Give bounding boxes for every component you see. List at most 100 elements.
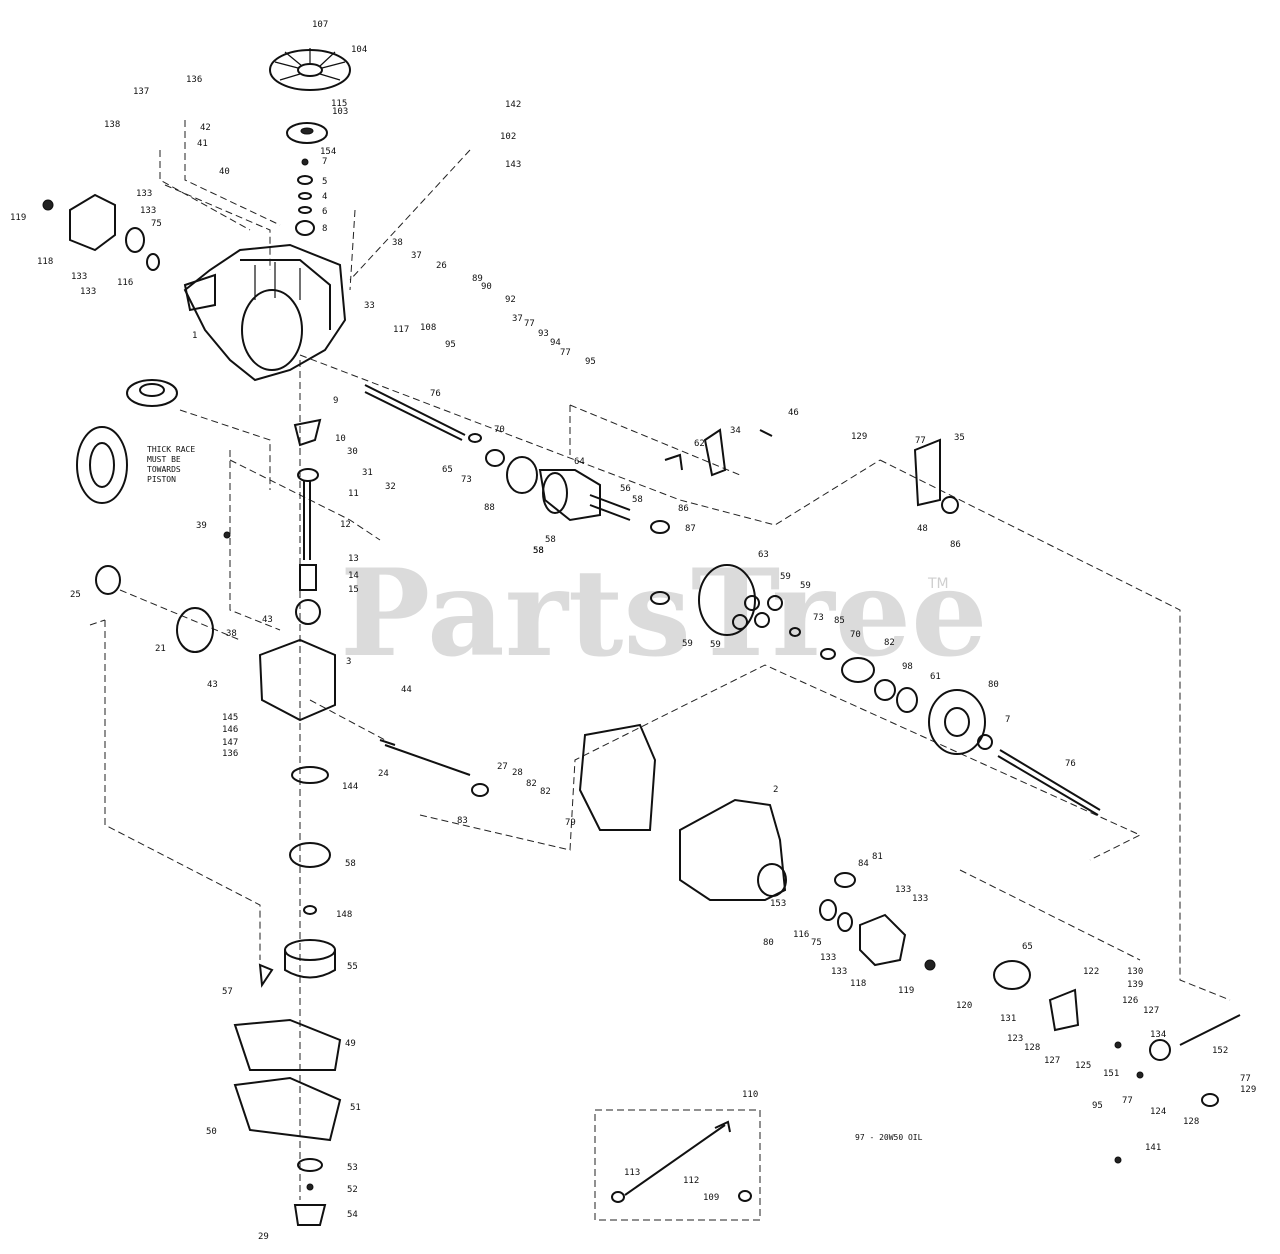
callout-label: 136 bbox=[186, 75, 202, 85]
callout-label: 80 bbox=[988, 680, 999, 690]
callout-label: 104 bbox=[351, 45, 367, 55]
thrust-bearing bbox=[76, 379, 178, 504]
callout-label: 28 bbox=[512, 768, 523, 778]
callout-label: 44 bbox=[401, 685, 412, 695]
callout-label: 33 bbox=[364, 301, 375, 311]
callout-label: 110 bbox=[742, 1090, 758, 1100]
callout-label: 133 bbox=[895, 885, 911, 895]
callout-label: 82 bbox=[884, 638, 895, 648]
center-section bbox=[95, 565, 489, 797]
callout-label: 13 bbox=[348, 554, 359, 564]
callout-label: 118 bbox=[37, 257, 53, 267]
callout-label: 116 bbox=[793, 930, 809, 940]
callout-label: 58 bbox=[533, 546, 544, 556]
callout-label: 14 bbox=[348, 571, 359, 581]
callout-label: 145 bbox=[222, 713, 238, 723]
callout-label: 108 bbox=[420, 323, 436, 333]
callout-label: 11 bbox=[348, 489, 359, 499]
callout-label: 76 bbox=[430, 389, 441, 399]
callout-label: 53 bbox=[347, 1163, 358, 1173]
callout-label: 86 bbox=[678, 504, 689, 514]
callout-label: 59 bbox=[800, 581, 811, 591]
callout-label: 102 bbox=[500, 132, 516, 142]
callout-label: 15 bbox=[348, 585, 359, 595]
callout-label: 95 bbox=[1092, 1101, 1103, 1111]
callout-label: 57 bbox=[222, 987, 233, 997]
callout-label: 117 bbox=[393, 325, 409, 335]
callout-label: 6 bbox=[322, 207, 327, 217]
shift-bracket bbox=[664, 428, 959, 514]
callout-label: 153 bbox=[770, 899, 786, 909]
callout-label: 130 bbox=[1127, 967, 1143, 977]
callout-label: 83 bbox=[457, 816, 468, 826]
callout-label: 29 bbox=[258, 1232, 269, 1242]
callout-label: 51 bbox=[350, 1103, 361, 1113]
callout-label: 77 bbox=[560, 348, 571, 358]
callout-label: 3 bbox=[346, 657, 351, 667]
oil-note: 97 - 20W50 OIL bbox=[855, 1133, 923, 1142]
pump-shaft-column bbox=[223, 418, 322, 625]
callout-label: 73 bbox=[461, 475, 472, 485]
callout-label: 38 bbox=[226, 629, 237, 639]
callout-label: 98 bbox=[902, 662, 913, 672]
callout-label: 50 bbox=[206, 1127, 217, 1137]
callout-label: 85 bbox=[834, 616, 845, 626]
callout-label: 113 bbox=[624, 1168, 640, 1178]
pulley bbox=[286, 122, 328, 144]
callout-label: 64 bbox=[574, 457, 585, 467]
callout-label: 58 bbox=[533, 546, 544, 556]
callout-label: 34 bbox=[730, 426, 741, 436]
callout-label: 25 bbox=[70, 590, 81, 600]
callout-label: 90 bbox=[481, 282, 492, 292]
callout-label: 32 bbox=[385, 482, 396, 492]
callout-label: 2 bbox=[773, 785, 778, 795]
callout-label: 138 bbox=[104, 120, 120, 130]
watermark: PartsTree bbox=[340, 543, 987, 684]
callout-label: 12 bbox=[340, 520, 351, 530]
callout-label: 92 bbox=[505, 295, 516, 305]
callout-label: 87 bbox=[685, 524, 696, 534]
callout-label: 55 bbox=[347, 962, 358, 972]
callout-label: 95 bbox=[445, 340, 456, 350]
callout-label: 30 bbox=[347, 447, 358, 457]
callout-label: 84 bbox=[858, 859, 869, 869]
callout-label: 147 bbox=[222, 738, 238, 748]
callout-label: 10 bbox=[335, 434, 346, 444]
callout-label: 127 bbox=[1044, 1056, 1060, 1066]
callout-label: 41 bbox=[197, 139, 208, 149]
assembly-guide-lines bbox=[89, 120, 1231, 1221]
callout-label: 95 bbox=[585, 357, 596, 367]
callout-label: 4 bbox=[322, 192, 327, 202]
callout-label: 77 bbox=[524, 319, 535, 329]
callout-label: 139 bbox=[1127, 980, 1143, 990]
callout-label: 48 bbox=[917, 524, 928, 534]
callout-label: 112 bbox=[683, 1176, 699, 1186]
callout-label: 65 bbox=[1022, 942, 1033, 952]
callout-label: 77 bbox=[1122, 1096, 1133, 1106]
callout-label: 59 bbox=[780, 572, 791, 582]
callout-label: 88 bbox=[484, 503, 495, 513]
callout-label: 75 bbox=[151, 219, 162, 229]
callout-label: 77 bbox=[1240, 1074, 1251, 1084]
callout-label: 142 bbox=[505, 100, 521, 110]
callout-label: 70 bbox=[850, 630, 861, 640]
callout-label: 137 bbox=[133, 87, 149, 97]
callout-label: 59 bbox=[682, 639, 693, 649]
callout-label: 128 bbox=[1024, 1043, 1040, 1053]
callout-label: 39 bbox=[196, 521, 207, 531]
callout-label: 21 bbox=[155, 644, 166, 654]
callout-label: 7 bbox=[322, 157, 327, 167]
callout-label: 134 bbox=[1150, 1030, 1166, 1040]
callout-label: 94 bbox=[550, 338, 561, 348]
callout-label: 86 bbox=[950, 540, 961, 550]
callout-label: 133 bbox=[140, 206, 156, 216]
svg-text:PISTON: PISTON bbox=[147, 475, 176, 484]
callout-label: 1 bbox=[192, 331, 197, 341]
callout-label: 82 bbox=[526, 779, 537, 789]
callout-label: 116 bbox=[117, 278, 133, 288]
callout-label: 133 bbox=[71, 272, 87, 282]
callout-label: 118 bbox=[850, 979, 866, 989]
main-housing bbox=[183, 243, 347, 382]
callout-label: 148 bbox=[336, 910, 352, 920]
